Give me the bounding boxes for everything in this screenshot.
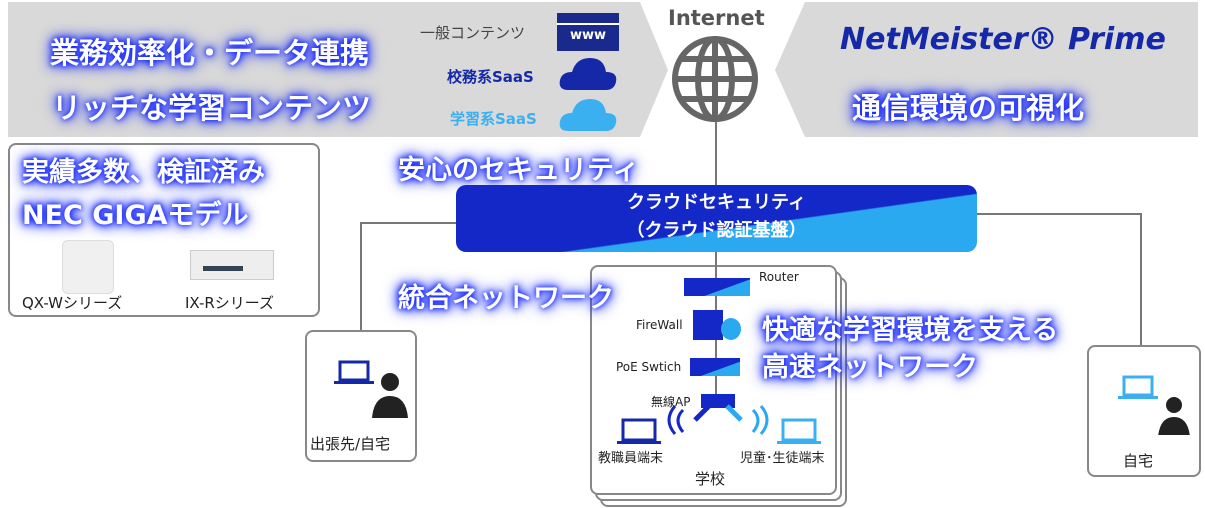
cloud-icon-dark bbox=[559, 58, 617, 90]
firewall-label: FireWall bbox=[636, 318, 683, 332]
ap-label: 無線AP bbox=[651, 395, 691, 409]
security-headline: 安心のセキュリティ bbox=[398, 155, 640, 186]
cloud-auth-subtitle: （クラウド認証基盤） bbox=[626, 220, 807, 241]
ix-r-device-image bbox=[190, 250, 274, 280]
student-laptop-icon bbox=[777, 418, 821, 444]
giga-model-panel bbox=[8, 143, 320, 317]
network-headline: 統合ネットワーク bbox=[398, 283, 614, 314]
qx-w-device-image bbox=[62, 240, 114, 294]
giga-headline2: NEC GIGAモデル bbox=[22, 200, 249, 231]
connection-line bbox=[715, 122, 717, 397]
poe-switch-label: PoE Swtich bbox=[616, 360, 682, 374]
fast-network-line1: 快適な学習環境を支える bbox=[762, 315, 1059, 346]
router-icon bbox=[684, 278, 750, 296]
headline-visualization: 通信環境の可視化 bbox=[852, 91, 1085, 125]
cloud-security-title: クラウドセキュリティ bbox=[627, 192, 806, 213]
ix-r-label: IX-Rシリーズ bbox=[185, 294, 275, 312]
firewall-icon bbox=[693, 310, 723, 340]
wireless-ap-icon bbox=[667, 394, 769, 435]
router-label: Router bbox=[759, 270, 799, 284]
poe-switch-icon bbox=[690, 358, 740, 376]
school-label: 学校 bbox=[695, 470, 726, 488]
business-trip-label: 出張先/自宅 bbox=[310, 435, 391, 453]
connection-line bbox=[360, 222, 458, 224]
remote-worker-icon bbox=[334, 360, 408, 418]
netmeister-logo: NetMeister® Prime bbox=[840, 22, 1166, 57]
fast-network-line2: 高速ネットワーク bbox=[762, 352, 978, 383]
connection-line bbox=[360, 222, 362, 332]
home-label: 自宅 bbox=[1123, 452, 1154, 470]
qx-w-label: QX-Wシリーズ bbox=[22, 294, 123, 312]
headline-rich-content: リッチな学習コンテンツ bbox=[52, 91, 372, 125]
flame-icon bbox=[721, 318, 741, 340]
cloud-security-bar: クラウドセキュリティ （クラウド認証基盤） bbox=[456, 185, 977, 252]
connection-line bbox=[1140, 213, 1142, 346]
business-trip-box bbox=[305, 330, 417, 462]
giga-headline1: 実績多数、検証済み bbox=[22, 157, 265, 188]
general-content-label: 一般コンテンツ bbox=[420, 24, 526, 42]
home-box bbox=[1087, 345, 1201, 477]
connection-line bbox=[975, 213, 1142, 215]
www-icon: www bbox=[557, 13, 619, 51]
banner-backgrounds bbox=[8, 2, 1198, 137]
learning-saas-label: 学習系SaaS bbox=[450, 110, 537, 128]
school-box bbox=[590, 265, 837, 495]
student-terminal-label: 児童･生徒端末 bbox=[740, 451, 825, 466]
internet-label: Internet bbox=[668, 6, 765, 30]
teacher-laptop-icon bbox=[617, 418, 661, 444]
headline-efficiency: 業務効率化・データ連携 bbox=[50, 36, 370, 70]
home-user-icon bbox=[1118, 375, 1190, 435]
globe-icon bbox=[672, 36, 758, 122]
school-saas-label: 校務系SaaS bbox=[447, 68, 534, 86]
teacher-terminal-label: 教職員端末 bbox=[598, 451, 664, 466]
cloud-icon-light bbox=[559, 99, 617, 131]
